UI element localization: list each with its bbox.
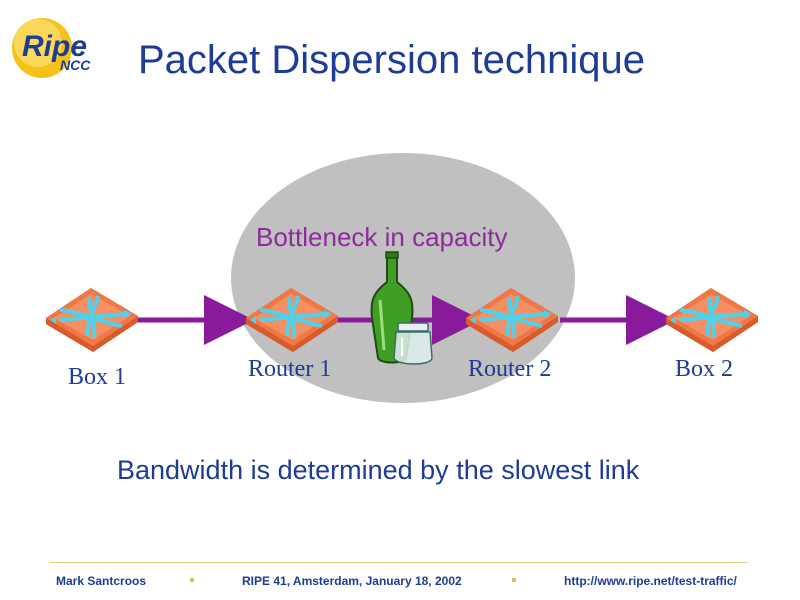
jar-icon <box>393 322 433 365</box>
node-label-router2: Router 2 <box>468 356 552 382</box>
bandwidth-statement: Bandwidth is determined by the slowest l… <box>117 455 640 485</box>
box2-router-icon <box>664 286 760 354</box>
bottleneck-label: Bottleneck in capacity <box>256 222 508 252</box>
ripe-ncc-logo: Ripe NCC <box>12 18 91 78</box>
footer-event: RIPE 41, Amsterdam, January 18, 2002 <box>242 574 462 588</box>
node-label-router1: Router 1 <box>248 356 332 382</box>
node-label-box2: Box 2 <box>675 356 734 382</box>
footer-separator-dot <box>190 578 194 582</box>
footer-author: Mark Santcroos <box>56 574 147 588</box>
box1-router-icon <box>44 286 140 354</box>
logo-text-ripe: Ripe <box>22 30 87 63</box>
footer-separator-dot <box>512 578 516 582</box>
footer-url: http://www.ripe.net/test-traffic/ <box>564 574 737 588</box>
footer-divider <box>50 562 748 563</box>
slide-title: Packet Dispersion technique <box>138 38 645 82</box>
node-label-box1: Box 1 <box>68 364 127 390</box>
bottleneck-ellipse <box>231 153 575 403</box>
logo-text-ncc: NCC <box>60 57 91 73</box>
